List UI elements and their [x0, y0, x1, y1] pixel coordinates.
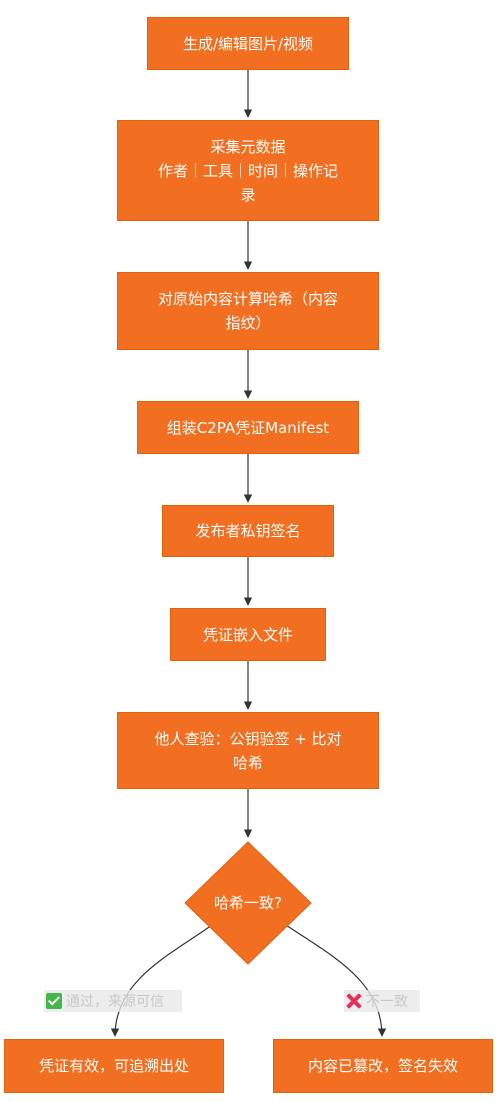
- edge-label-yes: 通过，来源可信: [44, 990, 182, 1012]
- node-valid-result: 凭证有效，可追溯出处: [4, 1039, 224, 1093]
- edge-decision-yes: [110, 924, 213, 1037]
- edge-label-no: 不一致: [344, 990, 420, 1012]
- edge-label-no-text: 不一致: [366, 994, 408, 1010]
- decision-hash-match-label: 哈希一致?: [214, 894, 282, 912]
- node-embed-credential-label: 凭证嵌入文件: [202, 625, 293, 644]
- node-tampered-result-label: 内容已篡改，签名失效: [307, 1057, 458, 1075]
- decision-hash-match: 哈希一致?: [185, 842, 311, 964]
- node-collect-metadata-label: 采集元数据 作者｜工具｜时间｜操作记 录: [157, 137, 338, 204]
- node-tampered-result: 内容已篡改，签名失效: [273, 1039, 493, 1093]
- node-compute-hash: 对原始内容计算哈希（内容 指纹）: [117, 272, 379, 350]
- node-assemble-manifest: 组装C2PA凭证Manifest: [137, 401, 359, 454]
- node-collect-metadata: 采集元数据 作者｜工具｜时间｜操作记 录: [117, 120, 379, 221]
- node-verify-label: 他人查验：公钥验签 + 比对 哈希: [154, 729, 342, 772]
- decision-diamond-shape: [184, 841, 312, 965]
- node-verify: 他人查验：公钥验签 + 比对 哈希: [117, 712, 379, 789]
- edge-decision-no: [285, 924, 387, 1037]
- check-icon: [46, 993, 62, 1009]
- node-generate-edit: 生成/编辑图片/视频: [147, 17, 349, 70]
- node-private-key-sign: 发布者私钥签名: [162, 505, 334, 557]
- node-assemble-manifest-label: 组装C2PA凭证Manifest: [166, 418, 330, 437]
- cross-icon: [346, 993, 362, 1009]
- node-private-key-sign-label: 发布者私钥签名: [195, 522, 301, 540]
- node-compute-hash-label: 对原始内容计算哈希（内容 指纹）: [157, 290, 338, 332]
- edge-label-yes-text: 通过，来源可信: [66, 994, 164, 1010]
- node-embed-credential: 凭证嵌入文件: [170, 608, 326, 661]
- node-generate-edit-label: 生成/编辑图片/视频: [182, 34, 314, 53]
- node-valid-result-label: 凭证有效，可追溯出处: [38, 1057, 189, 1075]
